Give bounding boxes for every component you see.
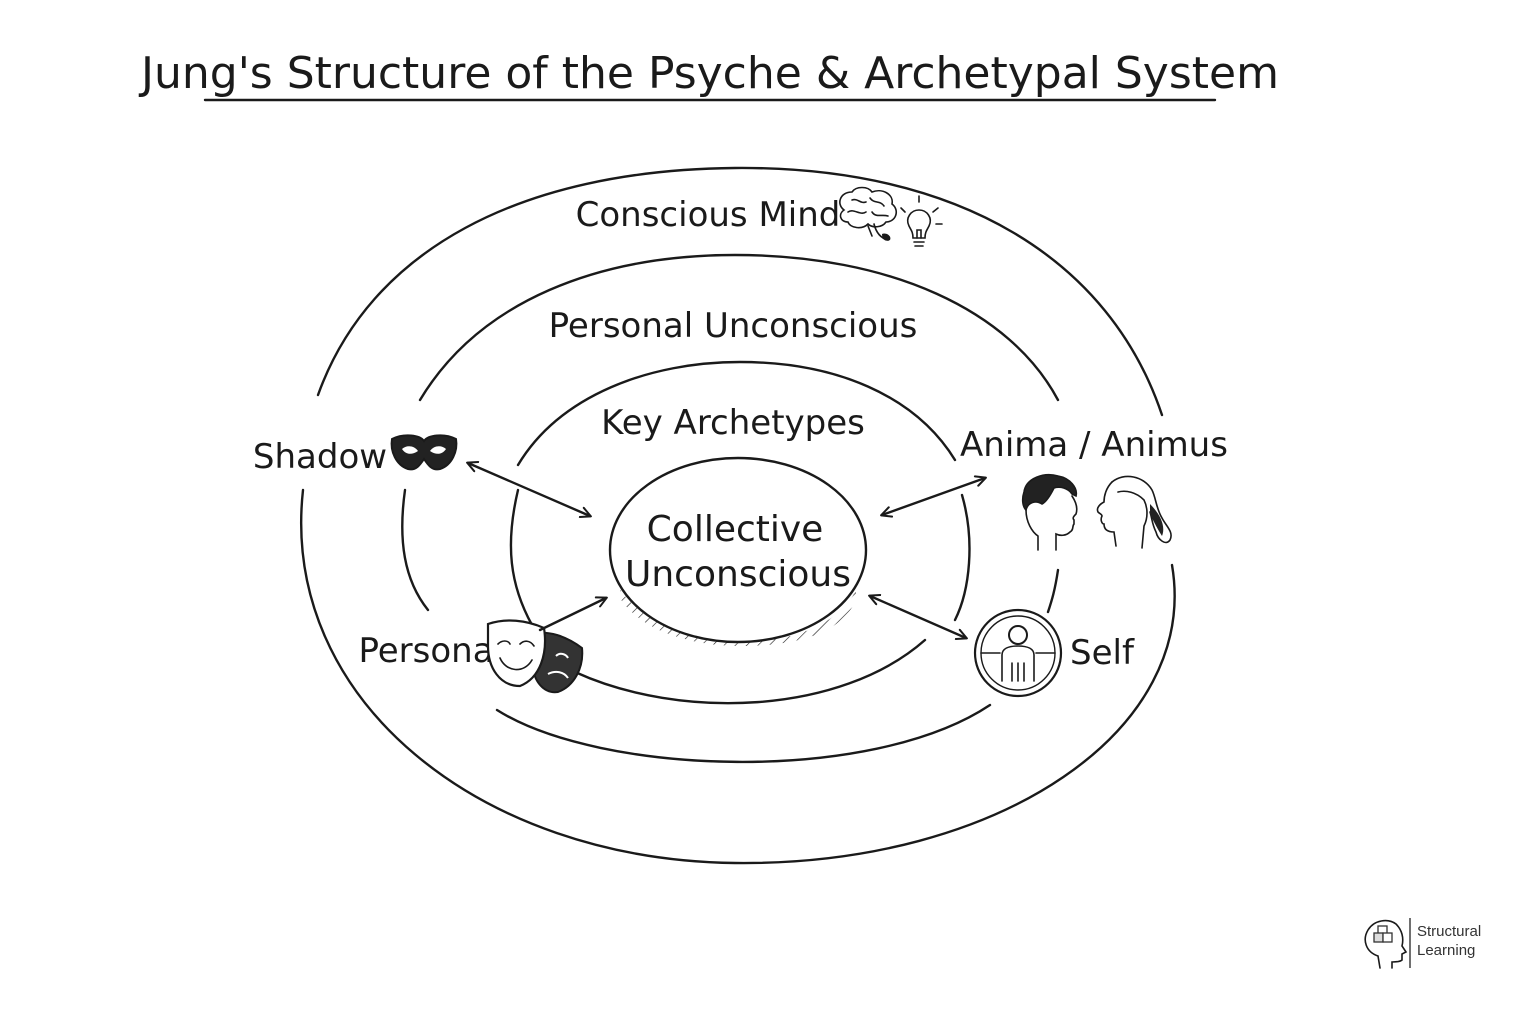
key-archetypes-ring-lower [573,638,927,705]
key-archetypes-ring [516,360,957,467]
self-label: Self [1070,633,1135,673]
personal-unconscious-label: Personal Unconscious [549,306,918,346]
conscious-mind-ring [316,166,1164,417]
key-archetypes-ring-right [953,493,971,622]
persona-theater-masks-icon [486,619,584,694]
structural-learning-logo [1364,918,1411,969]
anima-animus-faces-icon [1021,474,1172,551]
shadow-label: Shadow [253,437,387,477]
lightbulb-icon [900,195,943,247]
shadow-mask-icon [390,434,458,471]
key-archetypes-ring-left [509,488,534,627]
persona-arrow [538,596,608,632]
brain-icon [839,186,898,241]
brand-line1: Structural [1417,923,1481,940]
core-label-line2: Unconscious [625,554,851,595]
persona-label: Persona [358,631,493,671]
personal-unconscious-ring-lower [495,703,992,764]
self-icon [973,608,1063,698]
personal-unconscious-ring [418,253,1060,402]
page-title: Jung's Structure of the Psyche & Archety… [138,48,1279,99]
personal-unconscious-ring-right [1046,568,1060,614]
anima-animus-arrow [880,475,987,518]
anima-animus-label: Anima / Animus [960,425,1228,465]
conscious-mind-ring-lower [300,488,1176,865]
brand-line2: Learning [1417,942,1475,959]
core-hatching [620,590,856,646]
key-archetypes-label: Key Archetypes [601,403,865,443]
shadow-arrow [466,461,592,518]
self-arrow [868,594,968,640]
conscious-mind-label: Conscious Mind [576,195,841,235]
core-label-line1: Collective [647,509,824,550]
personal-unconscious-ring-left [401,488,430,612]
collective-unconscious-circle [608,456,868,644]
